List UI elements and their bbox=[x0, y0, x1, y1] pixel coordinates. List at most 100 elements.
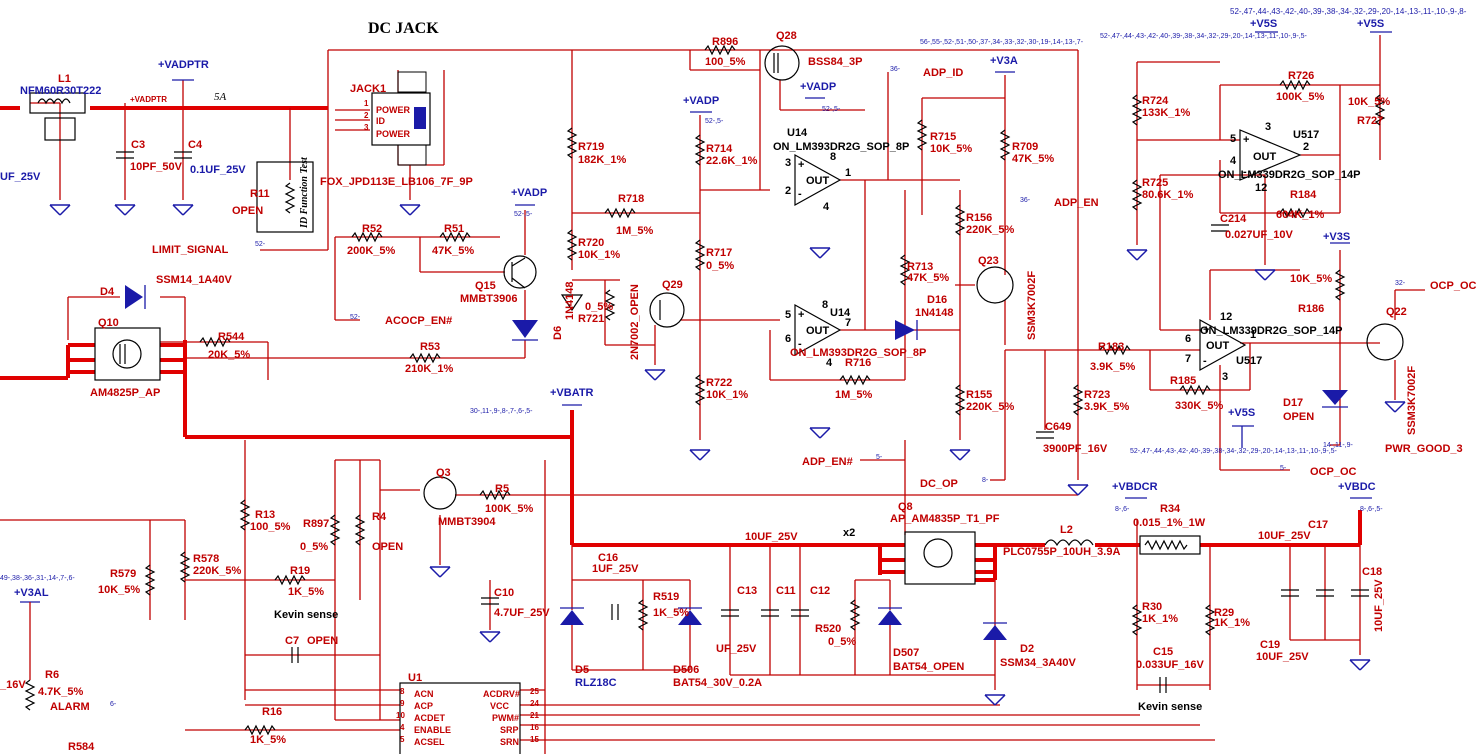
ref-u14b: U14 bbox=[830, 307, 851, 319]
ref-d16: D16 bbox=[927, 294, 947, 306]
net-v5s-1: +V5S bbox=[1250, 18, 1277, 30]
ref-c4: C4 bbox=[188, 139, 203, 151]
ref-r578: R578 bbox=[193, 553, 219, 565]
ref-c19: C19 bbox=[1260, 639, 1280, 651]
pageref-dcop: 8- bbox=[982, 477, 989, 484]
ref-r4: R4 bbox=[372, 511, 387, 523]
ref-r715: R715 bbox=[930, 131, 956, 143]
ref-c214: C214 bbox=[1220, 213, 1247, 225]
val-c19: 10UF_25V bbox=[1256, 651, 1309, 663]
ref-q8: Q8 bbox=[898, 501, 913, 513]
u517b-pin1: 1 bbox=[1250, 329, 1256, 341]
ref-r718: R718 bbox=[618, 193, 644, 205]
ref-c11: C11 bbox=[776, 585, 796, 597]
ref-r156: R156 bbox=[966, 212, 992, 224]
ref-r716: R716 bbox=[845, 357, 871, 369]
val-r709: 47K_5% bbox=[1012, 153, 1054, 165]
val-r714: 22.6K_1% bbox=[706, 155, 758, 167]
val-r717: 0_5% bbox=[706, 260, 734, 272]
ref-q23: Q23 bbox=[978, 255, 999, 267]
val-u14a: ON_LM393DR2G_SOP_8P bbox=[773, 141, 909, 153]
u1-pin-num-10: 10 bbox=[396, 711, 405, 720]
u14a-minus: - bbox=[798, 188, 802, 200]
val-r520: 0_5% bbox=[828, 636, 856, 648]
ref-r722: R722 bbox=[706, 377, 732, 389]
val-r185: 330K_5% bbox=[1175, 400, 1224, 412]
u14b-pin7: 7 bbox=[845, 317, 851, 329]
val-l1: NFM60R30T222 bbox=[20, 85, 101, 97]
u14a-plus: + bbox=[798, 159, 804, 171]
u14a-pin2: 2 bbox=[785, 185, 791, 197]
val-c18: 10UF_25V bbox=[1373, 579, 1385, 632]
pageref-v3a-row: 56-,55-,52-,51-,50-,37-,34-,33-,32-,30-,… bbox=[920, 39, 1084, 46]
ref-r719: R719 bbox=[578, 141, 604, 153]
net-vadp-2: +VADP bbox=[683, 95, 719, 107]
kevin-sense-1: Kevin sense bbox=[274, 609, 338, 621]
val-d4: SSM14_1A40V bbox=[156, 274, 232, 286]
ref-r584: R584 bbox=[68, 741, 95, 753]
val-c15: 0.033UF_16V bbox=[1136, 659, 1205, 671]
ref-r155: R155 bbox=[966, 389, 992, 401]
net-adp-id: ADP_ID bbox=[923, 67, 963, 79]
u517b-pin7: 7 bbox=[1185, 353, 1191, 365]
ref-d17: D17 bbox=[1283, 397, 1303, 409]
val-q10: AM4825P_AP bbox=[90, 387, 160, 399]
u517b-pin3: 3 bbox=[1222, 371, 1228, 383]
val-r715: 10K_5% bbox=[930, 143, 972, 155]
val-r897: 0_5% bbox=[300, 541, 328, 553]
val-r155: 220K_5% bbox=[966, 401, 1015, 413]
ref-r709: R709 bbox=[1012, 141, 1038, 153]
ref-r717: R717 bbox=[706, 247, 732, 259]
val-q28: BSS84_3P bbox=[808, 56, 862, 68]
ref-r520: R520 bbox=[815, 623, 841, 635]
pageref-adpen-n: 5- bbox=[876, 454, 883, 461]
ref-r53: R53 bbox=[420, 341, 440, 353]
u14a-out: OUT bbox=[806, 175, 830, 187]
net-vadptr-small: +VADPTR bbox=[130, 95, 167, 104]
ref-q15: Q15 bbox=[475, 280, 496, 292]
ref-r51: R51 bbox=[444, 223, 464, 235]
val-r29: 1K_1% bbox=[1214, 617, 1250, 629]
pageref-acocp: 52- bbox=[350, 314, 361, 321]
id-test-note: ID Function Test bbox=[299, 156, 310, 229]
net-v3a: +V3A bbox=[990, 55, 1018, 67]
net-v3al: +V3AL bbox=[14, 587, 49, 599]
ref-d507: D507 bbox=[893, 647, 919, 659]
pageref-adpen: 36- bbox=[1020, 197, 1031, 204]
power-wires bbox=[0, 106, 1362, 582]
val-d506: BAT54_30V_0.2A bbox=[673, 677, 762, 689]
ref-u1: U1 bbox=[408, 672, 422, 684]
u517a-pin4: 4 bbox=[1230, 155, 1237, 167]
x2-note: x2 bbox=[843, 527, 855, 539]
ref-jack1: JACK1 bbox=[350, 83, 386, 95]
u1-pin-srn: SRN bbox=[500, 737, 519, 747]
cap-note-10uf: 10UF_25V bbox=[745, 531, 798, 543]
val-r719: 182K_1% bbox=[578, 154, 627, 166]
u1-pin-acdrv: ACDRV# bbox=[483, 689, 520, 699]
val-c7: OPEN bbox=[307, 635, 338, 647]
ref-r19: R19 bbox=[290, 565, 310, 577]
pageref-vbatr: 30-,11-,9-,8-,7-,6-,5- bbox=[470, 408, 533, 415]
val-r184: 604K_1% bbox=[1276, 209, 1325, 221]
ref-r34: R34 bbox=[1160, 503, 1181, 515]
val-r13: 100_5% bbox=[250, 521, 291, 533]
val-r724: 133K_1% bbox=[1142, 107, 1191, 119]
ref-d5: D5 bbox=[575, 664, 589, 676]
jack-pin-num-3: 3 bbox=[364, 123, 369, 132]
ref-c3: C3 bbox=[131, 139, 145, 151]
val-r519: 1K_5% bbox=[653, 607, 689, 619]
ref-q29: Q29 bbox=[662, 279, 683, 291]
ref-r30: R30 bbox=[1142, 601, 1162, 613]
ref-r721: R721 bbox=[578, 313, 604, 325]
u1-pin-srp: SRP bbox=[500, 725, 519, 735]
ref-d6: D6 bbox=[552, 326, 564, 340]
ref-r29: R29 bbox=[1214, 607, 1234, 619]
net-v5s-3: +V5S bbox=[1228, 407, 1255, 419]
val-r156: 220K_5% bbox=[966, 224, 1015, 236]
ref-r16: R16 bbox=[262, 706, 282, 718]
u14b-plus: + bbox=[798, 309, 804, 321]
ref-r579: R579 bbox=[110, 568, 136, 580]
ref-r714: R714 bbox=[706, 143, 733, 155]
power-rail-symbols bbox=[20, 31, 1392, 680]
